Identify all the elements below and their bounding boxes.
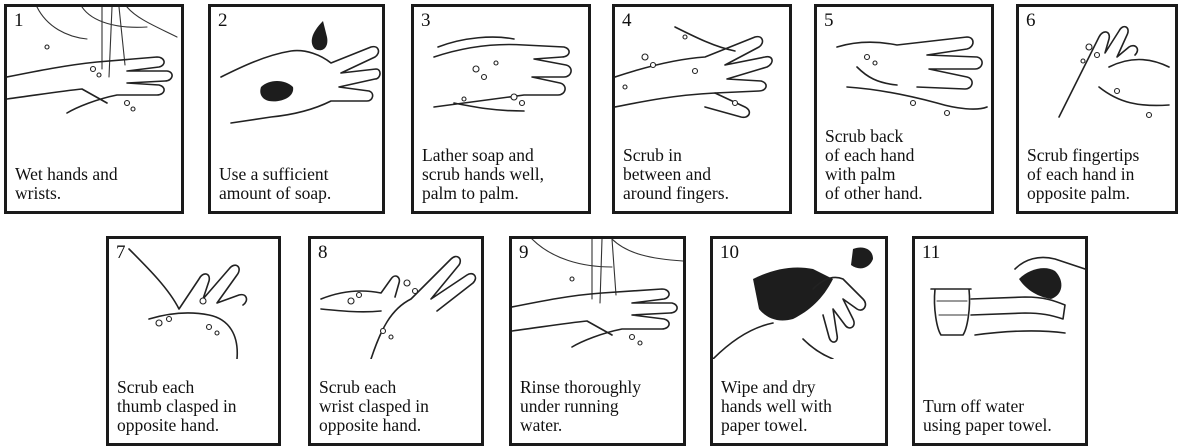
step-number: 10 xyxy=(720,243,739,262)
step-number: 8 xyxy=(318,243,328,262)
step-number: 5 xyxy=(824,11,834,30)
step-1-panel: 1 Wet hands and wrists. xyxy=(4,4,184,214)
step-4-panel: 4 Scrub in between and around fingers. xyxy=(612,4,792,214)
step-number: 7 xyxy=(116,243,126,262)
step-9-panel: 9 Rinse thoroughly under running water. xyxy=(509,236,686,446)
step-8-panel: 8 Scrub each wrist clasped in opposite h… xyxy=(308,236,484,446)
hands-under-running-water-icon xyxy=(7,7,181,127)
step-caption: Rinse thoroughly under running water. xyxy=(520,378,679,435)
step-number: 6 xyxy=(1026,11,1036,30)
step-number: 2 xyxy=(218,11,228,30)
step-caption: Turn off water using paper towel. xyxy=(923,397,1081,435)
faucet-off-with-towel-icon xyxy=(915,239,1085,359)
step-caption: Scrub in between and around fingers. xyxy=(623,146,785,203)
step-caption: Lather soap and scrub hands well, palm t… xyxy=(422,146,584,203)
step-caption: Wipe and dry hands well with paper towel… xyxy=(721,378,881,435)
step-caption: Use a sufficient amount of soap. xyxy=(219,165,378,203)
step-caption: Scrub each wrist clasped in opposite han… xyxy=(319,378,477,435)
step-number: 9 xyxy=(519,243,529,262)
back-of-hand-scrub-icon xyxy=(817,7,991,127)
step-caption: Wet hands and wrists. xyxy=(15,165,177,203)
step-number: 4 xyxy=(622,11,632,30)
step-10-panel: 10 Wipe and dry hands well with paper to… xyxy=(710,236,888,446)
step-caption: Scrub fingertips of each hand in opposit… xyxy=(1027,146,1171,203)
step-7-panel: 7 Scrub each thumb clasped in opposite h… xyxy=(106,236,281,446)
fingertips-in-palm-icon xyxy=(1019,7,1178,127)
step-number: 11 xyxy=(922,243,940,262)
step-6-panel: 6 Scrub fingertips of each hand in oppos… xyxy=(1016,4,1178,214)
step-caption: Scrub back of each hand with palm of oth… xyxy=(825,127,987,203)
wrist-clasp-icon xyxy=(311,239,481,359)
rinse-under-water-icon xyxy=(512,239,683,359)
step-number: 1 xyxy=(14,11,24,30)
step-caption: Scrub each thumb clasped in opposite han… xyxy=(117,378,274,435)
step-number: 3 xyxy=(421,11,431,30)
interlaced-fingers-icon xyxy=(615,7,789,127)
palm-to-palm-lather-icon xyxy=(414,7,588,127)
step-11-panel: 11 Turn off water using paper towel. xyxy=(912,236,1088,446)
thumb-clasp-icon xyxy=(109,239,278,359)
step-3-panel: 3 Lather soap and scrub hands well, palm… xyxy=(411,4,591,214)
step-5-panel: 5 Scrub back of each hand with palm of o… xyxy=(814,4,994,214)
step-2-panel: 2 Use a sufficient amount of soap. xyxy=(208,4,385,214)
soap-drop-on-palm-icon xyxy=(211,7,382,127)
